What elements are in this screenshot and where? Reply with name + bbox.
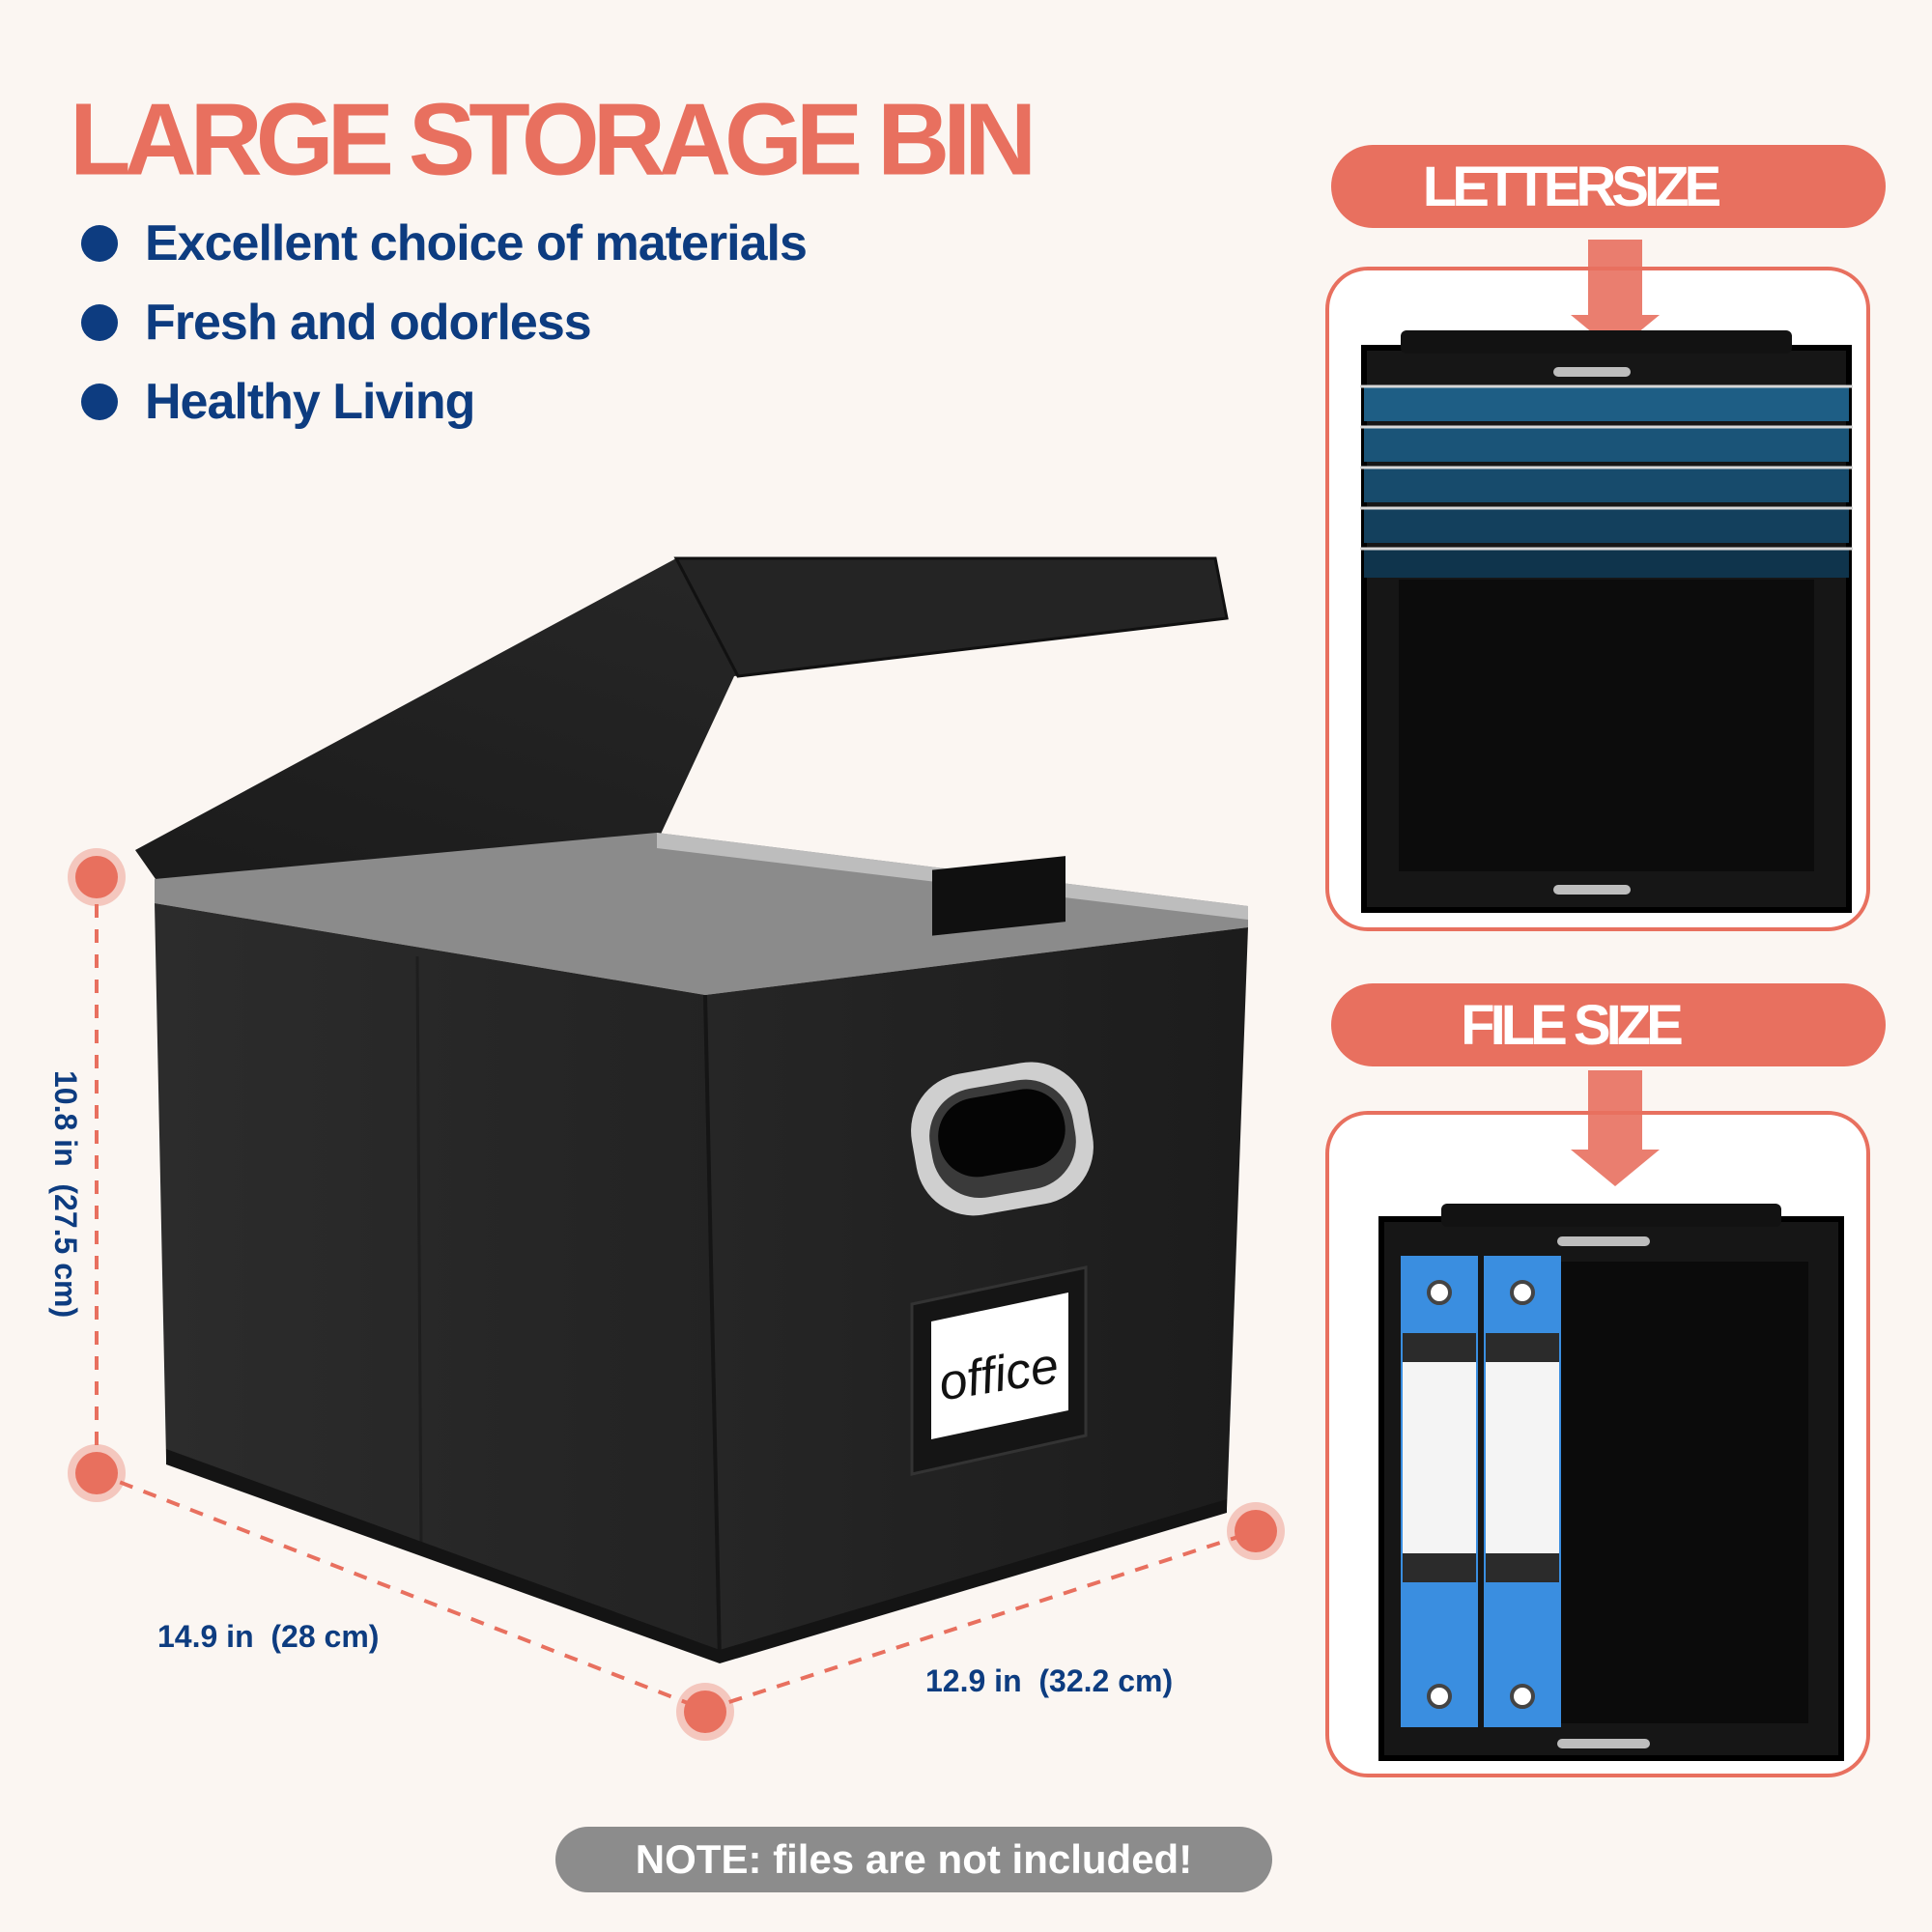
down-arrow-icon — [1571, 1070, 1660, 1186]
lid-front-edge — [673, 556, 1229, 678]
binder — [1484, 1256, 1561, 1727]
bullet-dot-icon — [81, 384, 118, 420]
box-front — [155, 903, 720, 1662]
dimension-dot-icon — [68, 848, 1285, 1741]
down-arrow-icon — [1571, 240, 1660, 352]
velcro-strip — [932, 856, 1065, 936]
feature-text: Excellent choice of materials — [145, 215, 808, 271]
feature-list: Excellent choice of materials Fresh and … — [81, 214, 808, 452]
bullet-dot-icon — [81, 225, 118, 262]
feature-item: Healthy Living — [81, 373, 807, 431]
page-title: LARGE STORAGE BIN — [70, 82, 1037, 198]
depth-dimension: 12.9 in (32.2 cm) — [925, 1663, 1174, 1698]
binder — [1401, 1256, 1478, 1727]
feature-text: Healthy Living — [145, 374, 475, 430]
label-holder: office — [910, 1265, 1088, 1476]
feature-item: Excellent choice of materials — [81, 214, 808, 272]
feature-text: Fresh and odorless — [145, 295, 592, 351]
feature-item: Fresh and odorless — [81, 294, 807, 352]
note-banner: NOTE: files are not included! — [555, 1827, 1272, 1892]
handle-cutout — [911, 1062, 1094, 1216]
bullet-dot-icon — [81, 304, 118, 341]
lettersize-pill: LETTERSIZE — [1331, 145, 1886, 228]
filesize-pill: FILE SIZE — [1331, 983, 1886, 1066]
width-dimension: 14.9 in (28 cm) — [157, 1619, 380, 1654]
dimension-markers — [95, 879, 1257, 1712]
hanging-folders — [1360, 384, 1853, 578]
